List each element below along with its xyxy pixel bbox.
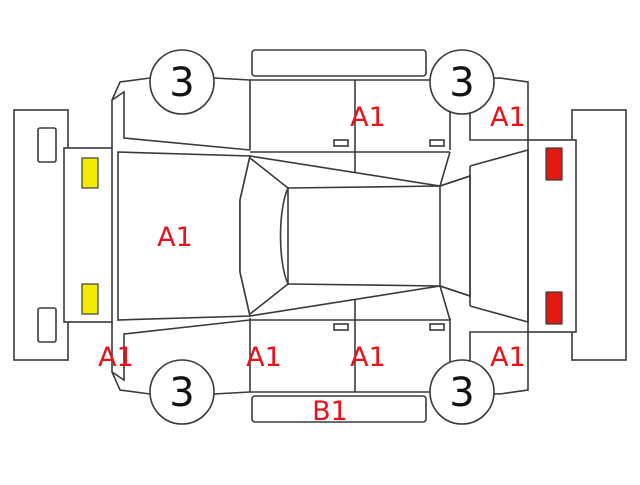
wheel-front-top: 3 — [149, 49, 215, 115]
wheel-rear-top-grade: 3 — [449, 60, 474, 106]
front-bumper-marker-top — [37, 127, 57, 163]
wheel-rear-top: 3 — [429, 49, 495, 115]
rear-bumper — [571, 109, 627, 361]
door-handle-rear-bottom — [429, 323, 445, 331]
rear-lamp-top — [545, 147, 563, 181]
wheel-front-top-grade: 3 — [169, 60, 194, 106]
rear-lamp-bottom — [545, 291, 563, 325]
mark-hood: A1 — [157, 222, 193, 253]
front-bumper — [13, 109, 69, 361]
body-side-top — [111, 77, 529, 186]
mark-rear-fender-top: A1 — [490, 102, 526, 133]
wheel-rear-bottom-grade: 3 — [449, 370, 474, 416]
wheel-front-bottom: 3 — [149, 359, 215, 425]
roof-rail-top — [251, 49, 427, 77]
side-sill-bottom — [251, 395, 427, 423]
mark-side-sill-bottom: B1 — [312, 396, 348, 427]
front-lamp-top — [81, 157, 99, 189]
mark-rear-door-bottom: A1 — [350, 342, 386, 373]
door-handle-front-top — [333, 139, 349, 147]
cabin-roof — [239, 148, 529, 324]
mark-front-door-bottom: A1 — [246, 342, 282, 373]
front-lamp-bottom — [81, 283, 99, 315]
front-bumper-marker-bottom — [37, 307, 57, 343]
door-handle-front-bottom — [333, 323, 349, 331]
mark-rear-fender-bottom: A1 — [490, 342, 526, 373]
wheel-rear-bottom: 3 — [429, 359, 495, 425]
mark-front-fender-bottom: A1 — [98, 342, 134, 373]
mark-rear-door-top: A1 — [350, 102, 386, 133]
wheel-front-bottom-grade: 3 — [169, 370, 194, 416]
door-handle-rear-top — [429, 139, 445, 147]
